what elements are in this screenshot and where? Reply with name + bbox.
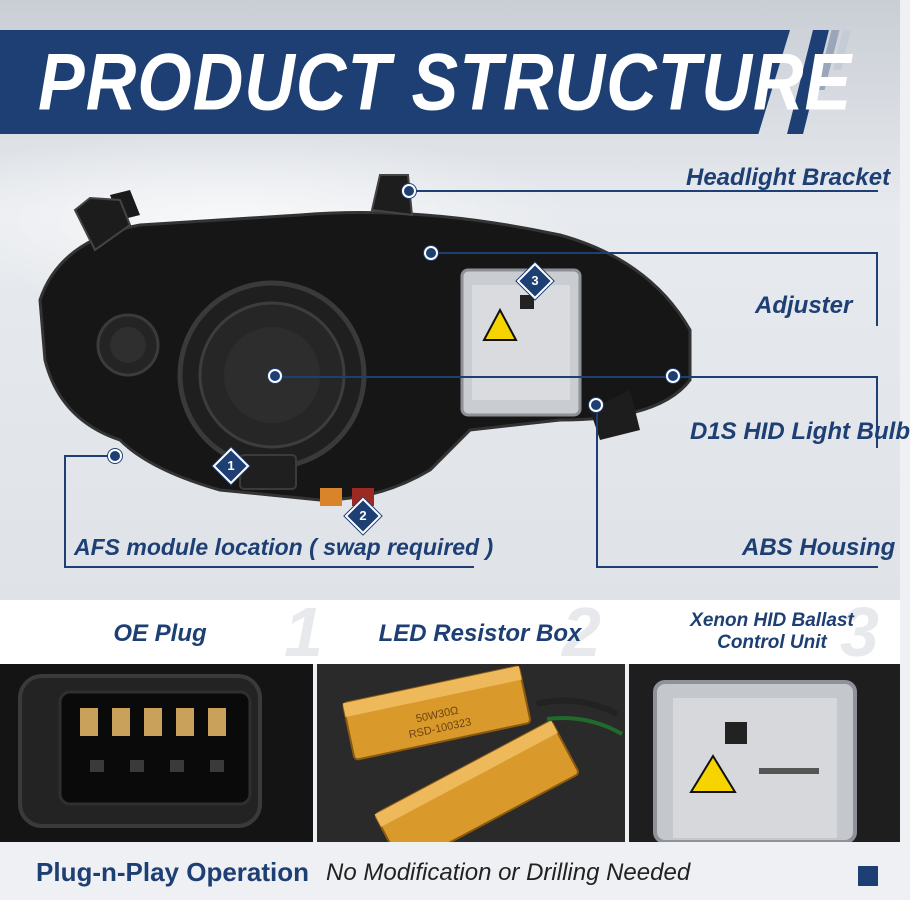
footer-headline: Plug-n-Play Operation xyxy=(36,857,310,887)
bulb-leader-line xyxy=(276,376,878,378)
bulb-marker-end xyxy=(666,369,680,383)
afs-leader-line xyxy=(64,455,66,566)
housing-leader-line xyxy=(596,406,598,566)
afs-marker xyxy=(108,449,122,463)
label-abs-housing: ABS Housing xyxy=(742,534,896,561)
footer-bar xyxy=(0,842,900,900)
label-afs-module: AFS module location ( swap required ) xyxy=(74,534,494,560)
label-headlight-bracket: Headlight Bracket xyxy=(686,164,891,191)
afs-leader-line xyxy=(64,566,474,568)
page-title: PRODUCT STRUCTURE xyxy=(38,37,853,127)
bulb-marker xyxy=(268,369,282,383)
caption-number-1: 1 xyxy=(284,593,323,671)
adjuster-marker xyxy=(424,246,438,260)
caption-led-resistor: LED Resistor Box xyxy=(378,620,582,647)
ballast-photo xyxy=(629,664,900,844)
adjuster-leader-line xyxy=(876,252,878,326)
panel-led-resistor: 50W30Ω RSD-100323 xyxy=(317,664,625,868)
housing-leader-line xyxy=(596,566,878,568)
footer-accent-square xyxy=(858,866,878,886)
caption-number-3: 3 xyxy=(840,593,879,671)
bracket-marker xyxy=(402,184,416,198)
panel-ballast xyxy=(629,664,900,844)
led-resistor-photo: 50W30Ω RSD-100323 xyxy=(317,664,625,868)
title-banner xyxy=(0,30,790,134)
footer-subtext: No Modification or Drilling Needed xyxy=(326,859,691,886)
housing-marker xyxy=(589,398,603,412)
panel-oe-plug xyxy=(0,664,313,842)
bracket-leader-line xyxy=(408,190,878,192)
caption-ballast: Xenon HID Ballast Control Unit xyxy=(690,610,854,653)
caption-oe-plug: OE Plug xyxy=(113,620,207,647)
product-hero: PRODUCT STRUCTURE Headlight Bracket Adju… xyxy=(0,0,910,600)
adjuster-leader-line xyxy=(432,252,878,254)
oe-plug-photo xyxy=(0,664,313,842)
caption-number-2: 2 xyxy=(562,593,601,671)
detail-captions: 1 2 3 OE Plug LED Resistor Box Xenon HID… xyxy=(0,593,900,671)
label-adjuster: Adjuster xyxy=(755,292,853,319)
label-d1s-bulb: D1S HID Light Bulb xyxy=(690,418,910,445)
afs-leader-line xyxy=(64,455,116,457)
bulb-leader-line xyxy=(876,376,878,448)
